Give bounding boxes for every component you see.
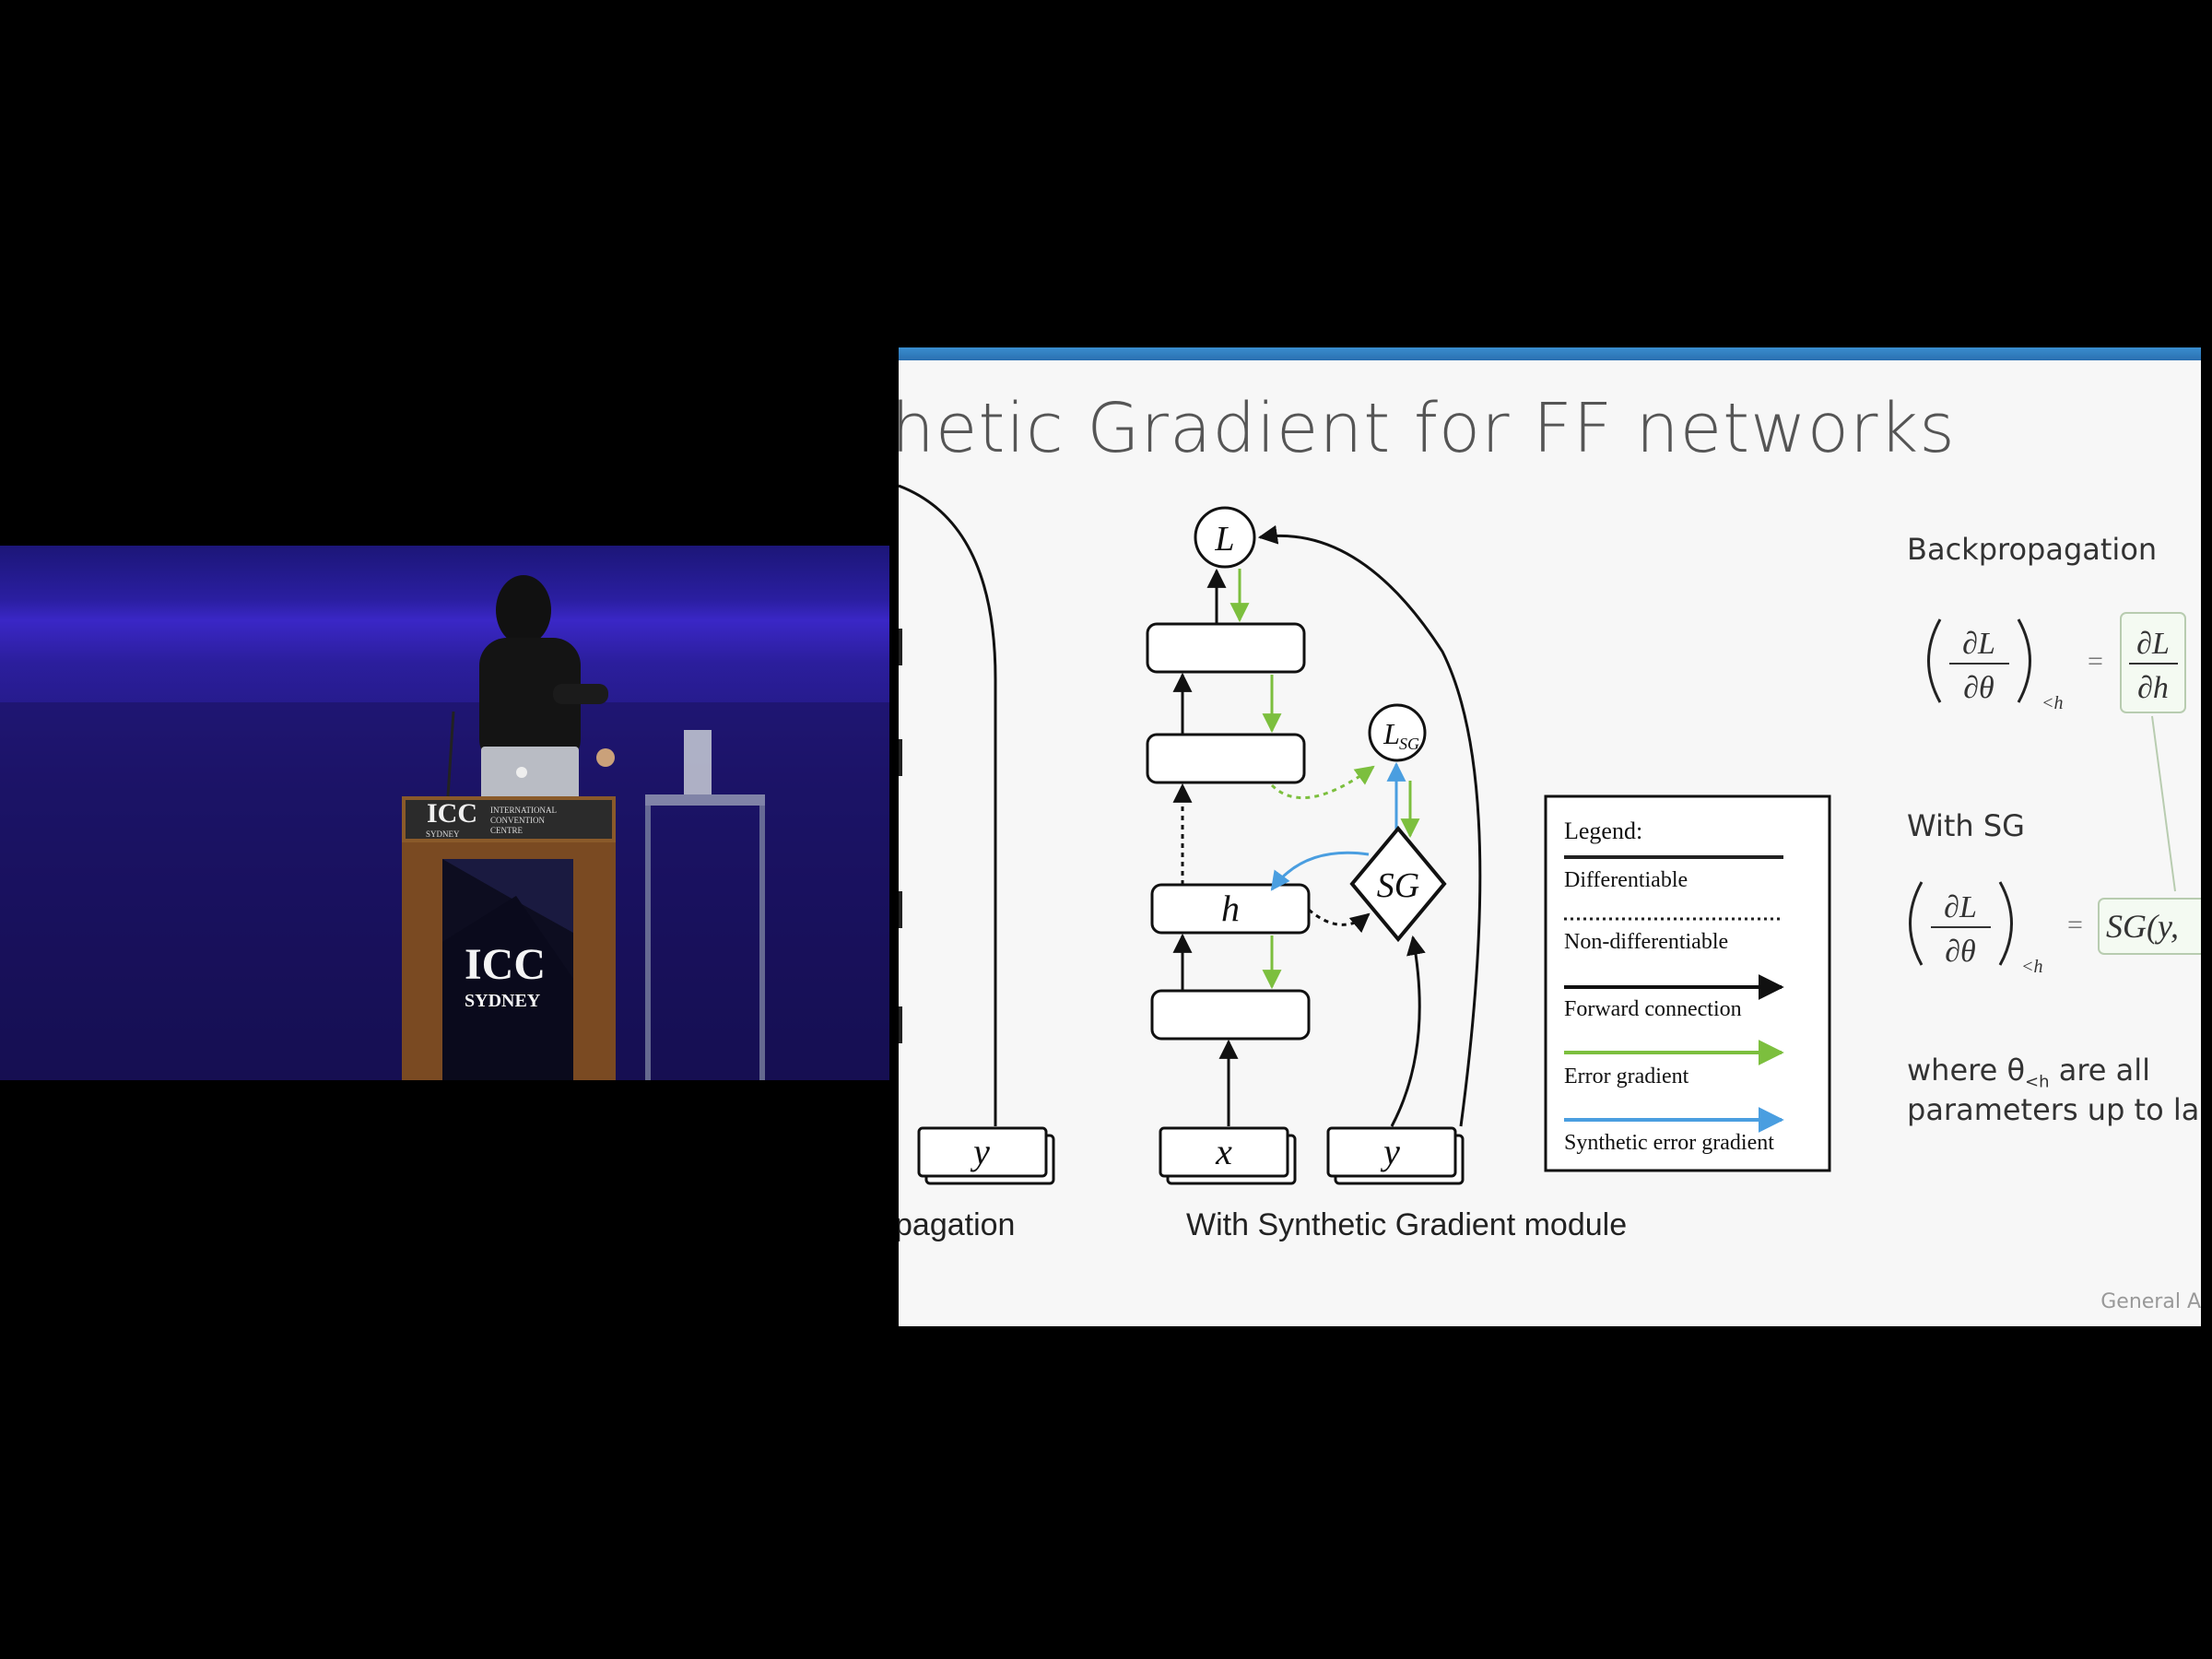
sg-module-label: SG: [1377, 866, 1419, 905]
svg-text:=: =: [2088, 646, 2103, 677]
legend-title: Legend:: [1564, 818, 1642, 844]
label-node-label: y: [1380, 1131, 1400, 1172]
lectern-sign-line-2: CONVENTION: [490, 816, 545, 825]
svg-text:SG(y,: SG(y,: [2106, 908, 2179, 945]
stage-scene: ICC SYDNEY INTERNATIONAL CONVENTION CENT…: [0, 575, 889, 1080]
side-table: [645, 730, 765, 1080]
svg-text:<h: <h: [2021, 957, 2043, 977]
where-text-subscript: <h: [2025, 1072, 2050, 1092]
left-diagram-edge: [899, 891, 902, 928]
lectern-sign-line-1: INTERNATIONAL: [490, 806, 557, 815]
laptop: [481, 747, 579, 800]
left-diagram-curve: [899, 484, 997, 1126]
label-to-sg-arrow: [1390, 935, 1426, 1127]
svg-text:∂L: ∂L: [1944, 890, 1977, 924]
svg-text:<h: <h: [2041, 693, 2064, 713]
where-text-rest: are all: [2058, 1053, 2151, 1088]
where-text-start: where θ: [1907, 1053, 2026, 1088]
equation-with-sg: ∂L ∂θ <h = SG(y,: [1909, 881, 2201, 977]
layer-box-upper: [1146, 733, 1306, 784]
left-label-node: [917, 1126, 1055, 1185]
svg-text:∂θ: ∂θ: [1963, 671, 1994, 705]
microphone: [446, 711, 455, 797]
synthetic-gradient-diagram: y L h L SG SG: [899, 484, 2201, 1185]
synthetic-error-gradient-arrow: [1270, 851, 1370, 891]
input-node-label: x: [1215, 1131, 1232, 1172]
lectern-logo-city: SYDNEY: [426, 830, 460, 839]
hidden-node-label: h: [1221, 888, 1240, 929]
stage-video-feed: ICC SYDNEY INTERNATIONAL CONVENTION CENT…: [0, 546, 889, 1080]
input-node: [1159, 1126, 1297, 1185]
lectern: [402, 796, 616, 1080]
where-text-line-2: parameters up to la: [1907, 1092, 2200, 1127]
legend-item-forward: Forward connection: [1564, 997, 1742, 1021]
loss-node-label: L: [1214, 520, 1234, 559]
legend-item-error-gradient: Error gradient: [1564, 1065, 1689, 1088]
svg-text:∂L: ∂L: [1962, 627, 1995, 661]
sg-module-node: [1349, 825, 1447, 943]
slide-title: hetic Gradient for FF networks: [899, 389, 1956, 468]
loss-node: [1194, 506, 1256, 569]
lectern-logo: ICC: [427, 798, 477, 829]
left-diagram-edge: [899, 739, 902, 776]
where-text-line-1: where θ<h are all: [1907, 1053, 2150, 1091]
caption-with-sg-module: With Synthetic Gradient module: [1186, 1207, 1628, 1242]
dotted-error-to-sg-loss: [1270, 765, 1375, 800]
slide-top-bar: [899, 347, 2201, 360]
sg-loss-node: [1368, 703, 1427, 762]
non-differentiable-h-to-sg: [1308, 908, 1371, 934]
left-diagram-edge: [899, 629, 902, 665]
legend-item-non-differentiable: Non-differentiable: [1564, 930, 1728, 954]
with-sg-heading: With SG: [1907, 808, 2025, 843]
legend-item-differentiable: Differentiable: [1564, 868, 1688, 892]
legend: Legend: Differentiable Non-differentiabl…: [1544, 794, 1831, 1172]
label-to-loss-arrow: [1257, 524, 1482, 1127]
sg-loss-node-label: L: [1382, 717, 1400, 750]
presentation-slide: hetic Gradient for FF networks y L: [899, 347, 2201, 1326]
svg-text:=: =: [2067, 910, 2083, 940]
backprop-heading: Backpropagation: [1907, 532, 2158, 567]
left-label-text: y: [970, 1131, 990, 1172]
sg-loss-node-subscript: SG: [1399, 735, 1419, 753]
equation-backprop: ∂L ∂θ <h = ∂L ∂h: [1927, 612, 2186, 892]
lectern-screen-logo: ICC: [465, 940, 546, 989]
legend-item-synthetic-gradient: Synthetic error gradient: [1564, 1131, 1774, 1155]
left-diagram-edge: [899, 1006, 902, 1043]
svg-text:∂h: ∂h: [2137, 671, 2169, 705]
layer-box-bottom: [1150, 989, 1311, 1041]
svg-text:∂L: ∂L: [2136, 627, 2170, 661]
caption-backpropagation: pagation: [899, 1207, 1016, 1242]
lectern-screen-city: SYDNEY: [465, 991, 541, 1011]
lectern-sign-line-3: CENTRE: [490, 826, 524, 835]
speaker: [479, 575, 615, 767]
slide-footer: General A: [2100, 1290, 2201, 1313]
svg-text:∂θ: ∂θ: [1945, 935, 1976, 969]
hidden-node: [1150, 883, 1311, 935]
layer-box-top: [1146, 622, 1306, 674]
label-node: [1326, 1126, 1465, 1185]
